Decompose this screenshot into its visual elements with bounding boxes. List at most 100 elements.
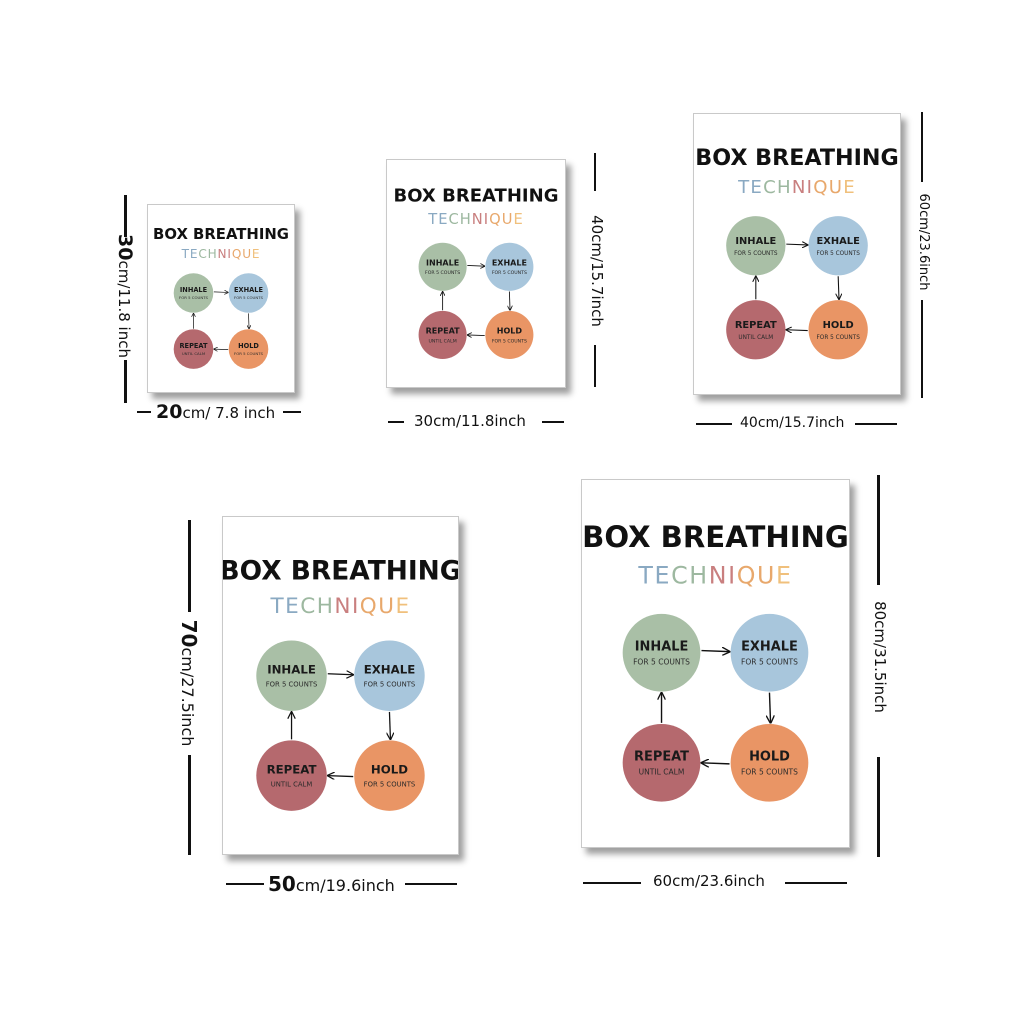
height-label-30x40: 40cm/15.7inch <box>588 215 606 327</box>
subtitle-letter: I <box>728 562 737 590</box>
inhale-circle <box>418 242 467 291</box>
inhale-note: FOR 5 COUNTS <box>266 680 318 688</box>
subtitle-letter: C <box>763 177 777 198</box>
arrow-inhale-to-exhale <box>213 292 228 293</box>
width-line-left-30x40 <box>388 421 404 423</box>
exhale-label: EXHALE <box>817 236 861 247</box>
hold-note: FOR 5 COUNTS <box>364 780 416 788</box>
hold-circle <box>228 329 269 369</box>
repeat-label: REPEAT <box>735 320 777 331</box>
subtitle-letter: I <box>807 177 814 198</box>
height-label-60x80: 80cm/31.5inch <box>871 601 889 713</box>
height-line-top-30x40 <box>594 153 596 191</box>
inhale-note: FOR 5 COUNTS <box>734 251 778 257</box>
repeat-circle <box>622 723 701 802</box>
exhale-note: FOR 5 COUNTS <box>492 270 527 276</box>
subtitle-letter: Q <box>489 211 502 228</box>
exhale-note: FOR 5 COUNTS <box>741 658 798 667</box>
repeat-circle <box>256 740 327 811</box>
arrow-exhale-to-hold <box>249 313 250 328</box>
inhale-label: INHALE <box>635 640 689 655</box>
step-hold: HOLD FOR 5 COUNTS <box>354 740 425 811</box>
inhale-circle <box>726 216 786 276</box>
exhale-label: EXHALE <box>364 663 416 677</box>
exhale-circle <box>354 640 425 711</box>
inhale-circle <box>256 640 327 711</box>
hold-circle <box>354 740 425 811</box>
hold-label: HOLD <box>371 763 408 777</box>
width-line-right-30x40 <box>542 421 564 423</box>
step-inhale: INHALE FOR 5 COUNTS <box>726 216 786 276</box>
step-hold: HOLD FOR 5 COUNTS <box>730 723 809 802</box>
subtitle-letter: E <box>776 562 793 590</box>
poster-title: BOX BREATHING <box>394 185 559 206</box>
exhale-note: FOR 5 COUNTS <box>364 680 416 688</box>
height-number: 70 <box>177 619 201 648</box>
width-label-20x30: 20cm/ 7.8 inch <box>156 403 275 422</box>
hold-circle <box>485 310 534 359</box>
subtitle-letter: I <box>227 247 231 261</box>
hold-circle <box>730 723 809 802</box>
repeat-label: REPEAT <box>634 750 689 765</box>
subtitle-letter: C <box>449 211 460 228</box>
width-unit: cm/19.6inch <box>295 876 395 895</box>
subtitle-letter: E <box>285 594 300 619</box>
arrow-hold-to-repeat <box>786 330 808 331</box>
height-line-bottom-30x40 <box>594 345 596 387</box>
subtitle-letter: U <box>829 177 844 198</box>
inhale-circle <box>173 273 214 313</box>
subtitle-letter: T <box>427 211 438 228</box>
height-number: 30 <box>114 234 136 261</box>
poster-subtitle: TECHNIQUE <box>181 247 261 261</box>
repeat-label: REPEAT <box>426 327 461 336</box>
hold-note: FOR 5 COUNTS <box>741 768 798 777</box>
inhale-note: FOR 5 COUNTS <box>633 658 690 667</box>
subtitle-letter: U <box>242 247 252 261</box>
hold-note: FOR 5 COUNTS <box>234 351 264 356</box>
subtitle-letter: H <box>317 594 335 619</box>
arrow-hold-to-repeat <box>467 335 485 336</box>
poster-subtitle: TECHNIQUE <box>737 177 856 198</box>
width-label-60x80: 60cm/23.6inch <box>653 872 765 890</box>
width-number: 50 <box>268 872 296 896</box>
width-line-left-60x80 <box>583 882 641 884</box>
poster-title: BOX BREATHING <box>695 145 898 171</box>
subtitle-letter: U <box>502 211 514 228</box>
subtitle-letter: T <box>181 247 190 261</box>
poster-title: BOX BREATHING <box>223 556 458 587</box>
height-unit: cm/27.5inch <box>178 647 197 747</box>
height-line-top-20x30 <box>124 195 127 237</box>
subtitle-letter: H <box>208 247 218 261</box>
repeat-circle <box>726 300 786 360</box>
subtitle-letter: E <box>395 594 410 619</box>
arrow-exhale-to-hold <box>838 276 839 299</box>
height-label-50x70: 70cm/27.5inch <box>177 608 201 758</box>
step-inhale: INHALE FOR 5 COUNTS <box>622 613 701 692</box>
poster-title: BOX BREATHING <box>153 225 289 243</box>
height-line-top-40x60 <box>921 112 923 182</box>
arrow-exhale-to-hold <box>509 291 510 311</box>
subtitle-letter: E <box>654 562 671 590</box>
arrow-exhale-to-hold <box>389 711 390 739</box>
subtitle-letter: N <box>472 211 484 228</box>
step-exhale: EXHALE FOR 5 COUNTS <box>354 640 425 711</box>
hold-label: HOLD <box>749 750 790 765</box>
inhale-label: INHALE <box>735 236 776 247</box>
arrow-exhale-to-hold <box>769 692 770 723</box>
exhale-circle <box>730 613 809 692</box>
height-label-20x30: 30cm/11.8 inch <box>114 231 136 361</box>
hold-circle <box>808 300 868 360</box>
repeat-note: UNTIL CALM <box>182 351 205 356</box>
exhale-label: EXHALE <box>234 286 263 294</box>
